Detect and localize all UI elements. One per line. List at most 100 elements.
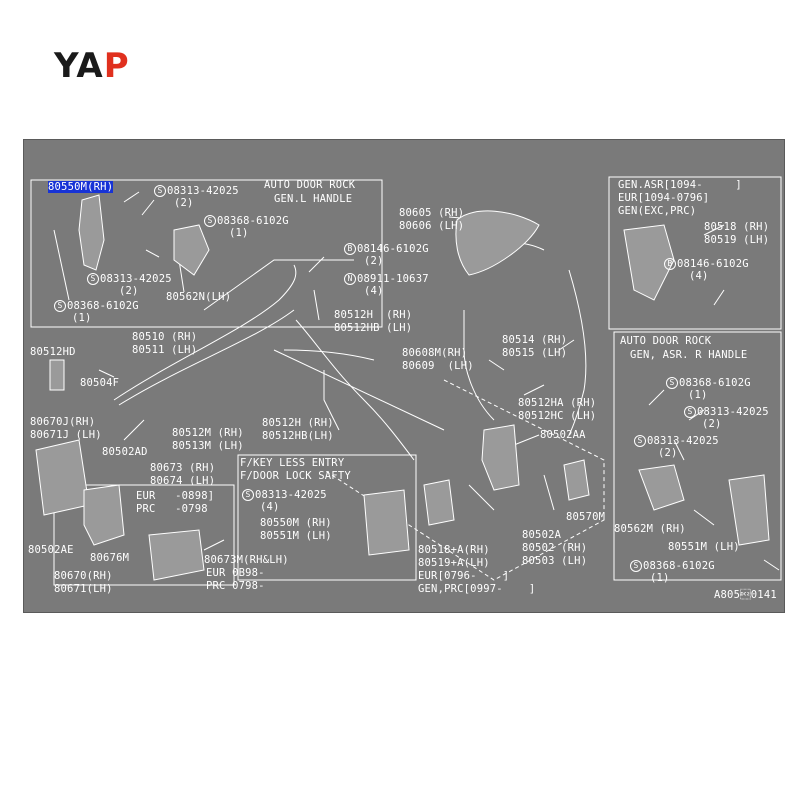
b-symbol-icon: B (344, 243, 356, 255)
s-symbol-icon: S (54, 300, 66, 312)
s-symbol-icon: S (87, 273, 99, 285)
label-80570M: 80570M (566, 511, 606, 523)
s-symbol-icon: S (154, 185, 166, 197)
label-80502AD: 80502AD (102, 446, 148, 458)
label-gen-exc: GEN(EXC,PRC) (618, 205, 697, 217)
label-80609: 80609 (LH) (402, 360, 474, 372)
logo-text-dark: YA (54, 46, 104, 86)
box-gen-asr (608, 176, 782, 330)
b-symbol-icon: B (664, 258, 676, 270)
label-80512H-b: 80512H (RH) (262, 417, 334, 429)
box-l-handle (30, 179, 383, 328)
label-80502A: 80502A (522, 529, 562, 541)
label-80502AE: 80502AE (28, 544, 74, 556)
label-gen-prc-0997: GEN,PRC[0997- ] (418, 583, 536, 595)
label-eur-0898b: EUR 0B98- (206, 567, 265, 579)
label-fkey-1: F/KEY LESS ENTRY (240, 457, 345, 469)
label-08313-a-qty: (2) (174, 197, 194, 209)
label-80510: 80510 (RH) (132, 331, 198, 343)
label-80608M: 80608M(RH) (402, 347, 468, 359)
label-08313-c-qty: (4) (260, 501, 280, 513)
label-80502AA: 80502AA (540, 429, 586, 441)
label-08368-c-qty: (1) (688, 389, 708, 401)
s-symbol-icon: S (204, 215, 216, 227)
logo-text-red: P (103, 46, 130, 86)
label-eur-0796: EUR[0796- ] (418, 570, 510, 582)
label-80512HB-a: 80512HB (LH) (334, 322, 413, 334)
label-gen-asr-r-handle: GEN, ASR. R HANDLE (630, 349, 748, 361)
label-80518A: 80518+A(RH) (418, 544, 490, 556)
label-80562N: 80562N(LH) (166, 291, 232, 303)
label-80551M-c: 80551M (LH) (668, 541, 740, 553)
label-80562M: 80562M (RH) (614, 523, 686, 535)
s-symbol-icon: S (630, 560, 642, 572)
label-eur-0898: EUR -0898] (136, 490, 215, 502)
label-80671J: 80671J (LH) (30, 429, 102, 441)
label-80503: 80503 (LH) (522, 555, 588, 567)
label-80512HB-b: 80512HB(LH) (262, 430, 334, 442)
label-80673-b: 80673M(RH&LH) (204, 554, 289, 566)
label-08146-a-qty: (2) (364, 255, 384, 267)
figure-code: A8050141 (714, 589, 777, 601)
label-80513M: 80513M (LH) (172, 440, 244, 452)
label-08313-b-qty: (2) (119, 285, 139, 297)
label-08368-d-qty: (1) (650, 572, 670, 584)
label-80518: 80518 (RH) (704, 221, 770, 233)
label-80515: 80515 (LH) (502, 347, 568, 359)
diagram-lines (30, 176, 782, 586)
label-80502: 80502 (RH) (522, 542, 588, 554)
label-80504F: 80504F (80, 377, 120, 389)
s-symbol-icon: S (242, 489, 254, 501)
label-eur-1094: EUR[1094-0796] (618, 192, 710, 204)
label-08368-a-qty: (1) (229, 227, 249, 239)
label-80511: 80511 (LH) (132, 344, 198, 356)
label-08313-d-qty: (2) (702, 418, 722, 430)
label-gen-asr: GEN.ASR[1094- ] (618, 179, 742, 191)
label-80519A: 80519+A(LH) (418, 557, 490, 569)
label-80674: 80674 (LH) (150, 475, 216, 487)
label-80670J: 80670J(RH) (30, 416, 96, 428)
label-80512H-a: 80512H (RH) (334, 309, 413, 321)
s-symbol-icon: S (666, 377, 678, 389)
label-80676M: 80676M (90, 552, 130, 564)
label-80550M-b: 80550M (RH) (260, 517, 332, 529)
label-80512HD: 80512HD (30, 346, 76, 358)
label-80512M: 80512M (RH) (172, 427, 244, 439)
label-gen-l-handle: GEN.L HANDLE (274, 193, 353, 205)
label-08146-b-qty: (4) (689, 270, 709, 282)
label-80670: 80670(RH) (54, 570, 113, 582)
label-80605: 80605 (RH) (399, 207, 465, 219)
s-symbol-icon: S (684, 406, 696, 418)
label-08313-e-qty: (2) (658, 447, 678, 459)
box-keyless (237, 454, 417, 581)
label-80550M-highlighted[interactable]: 80550M(RH) (48, 181, 114, 193)
label-80519: 80519 (LH) (704, 234, 770, 246)
label-80606: 80606 (LH) (399, 220, 465, 232)
label-auto-door-rock-1: AUTO DOOR ROCK (264, 179, 356, 191)
n-symbol-icon: N (344, 273, 356, 285)
outside-handle-lh (78, 194, 105, 271)
label-80551M-b: 80551M (LH) (260, 530, 332, 542)
label-prc-0798: PRC -0798 (136, 503, 208, 515)
label-80673-a: 80673 (RH) (150, 462, 216, 474)
box-r-handle (613, 331, 782, 581)
label-80512HA: 80512HA (RH) (518, 397, 597, 409)
s-symbol-icon: S (634, 435, 646, 447)
label-fkey-2: F/DOOR LOCK SAFTY (240, 470, 351, 482)
label-prc-0798b: PRC 0798- (206, 580, 265, 592)
brand-logo: YAP (54, 46, 130, 86)
label-80671: 80671(LH) (54, 583, 113, 595)
